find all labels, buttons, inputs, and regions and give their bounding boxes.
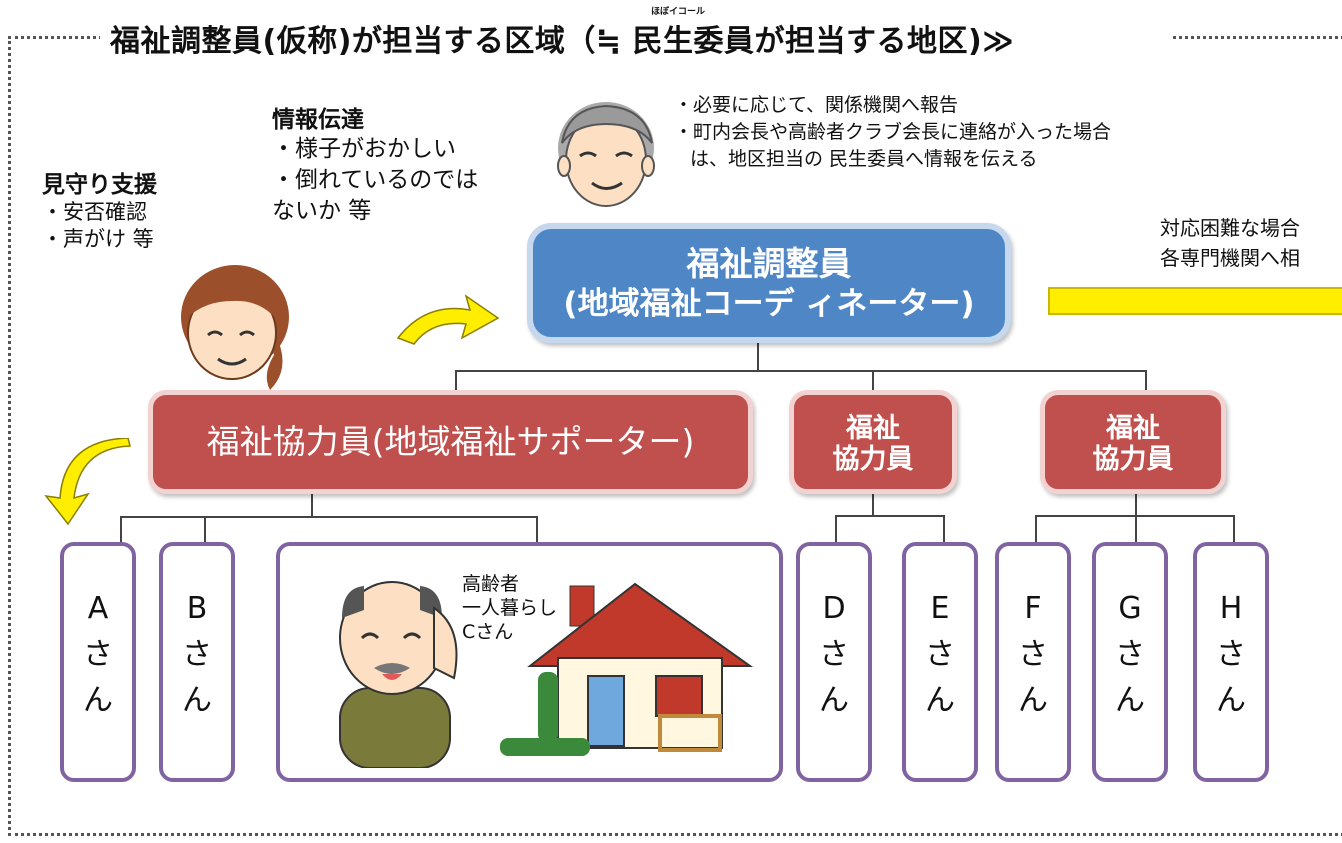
supporter-box-3: 福祉 協力員: [1040, 390, 1226, 494]
connector-line: [204, 516, 206, 544]
connector-line: [1233, 515, 1235, 545]
supporter-label: 福祉: [1106, 413, 1160, 444]
joho-line: ないか 等: [272, 198, 372, 224]
coordinator-title: 福祉調整員: [686, 244, 852, 283]
mimamori-block: 見守り支援 ・安否確認 ・声がけ 等: [42, 165, 157, 253]
note-line: ・町内会長や高齢者クラブ会長に連絡が入った場合: [674, 121, 1112, 143]
mimamori-heading: 見守り支援: [42, 172, 157, 198]
connector-line: [943, 515, 945, 545]
connector-line: [1035, 515, 1235, 517]
note-line: は、地区担当の 民生委員へ情報を伝える: [690, 148, 1038, 170]
connector-line: [872, 370, 874, 394]
coordinator-subtitle: (地域福祉コーデ ィネーター): [563, 286, 975, 322]
coordinator-notes: ・必要に応じて、関係機関へ報告 ・町内会長や高齢者クラブ会長に連絡が入った場合 …: [674, 92, 1111, 173]
connector-line: [1145, 370, 1147, 394]
support-arrow-icon: [44, 438, 131, 526]
connector-line: [835, 515, 945, 517]
supporter-main-box: 福祉協力員(地域福祉サポーター): [148, 390, 753, 494]
connector-line: [835, 515, 837, 545]
note-line: ・必要に応じて、関係機関へ報告: [674, 94, 959, 116]
coordinator-box: 福祉調整員 (地域福祉コーデ ィネーター): [527, 223, 1011, 343]
mimamori-item: ・安否確認: [42, 200, 147, 224]
mimamori-item: ・声がけ 等: [42, 227, 154, 251]
report-arrow-icon: [396, 294, 500, 345]
supporter-main-label: 福祉協力員(地域福祉サポーター): [206, 422, 695, 461]
joho-block: 情報伝達 ・様子がおかしい ・倒れているのでは ないか 等: [272, 100, 478, 227]
referral-arrow: [1048, 287, 1342, 315]
supporter-face-icon: [181, 265, 289, 390]
joho-line: ・様子がおかしい: [272, 136, 456, 162]
connector-line: [120, 516, 122, 544]
connector-line: [757, 341, 759, 371]
connector-line: [311, 492, 313, 518]
difficult-text: 対応困難な場合: [1160, 216, 1300, 240]
supporter-label: 協力員: [1092, 444, 1174, 475]
supporter-label: 協力員: [832, 444, 914, 475]
connector-line: [536, 516, 538, 544]
coordinator-face-icon: [557, 102, 655, 207]
elderly-man-icon: [339, 581, 458, 768]
joho-line: ・倒れているのでは: [272, 167, 479, 193]
connector-line: [455, 370, 457, 394]
difficult-text: 各専門機関へ相: [1160, 246, 1300, 270]
house-icon: [500, 582, 754, 756]
joho-heading: 情報伝達: [272, 107, 364, 133]
supporter-box-2: 福祉 協力員: [789, 390, 957, 494]
connector-line: [120, 516, 538, 518]
diagram-title: 福祉調整員(仮称)が担当する区域（≒ 民生委員が担当する地区)≫: [100, 18, 1170, 66]
connector-line: [872, 492, 874, 516]
connector-line: [1035, 515, 1037, 545]
supporter-label: 福祉: [846, 413, 900, 444]
title-ruby: ほぼイコール: [651, 4, 706, 17]
connector-line: [1135, 492, 1137, 546]
connector-line: [455, 370, 1147, 372]
